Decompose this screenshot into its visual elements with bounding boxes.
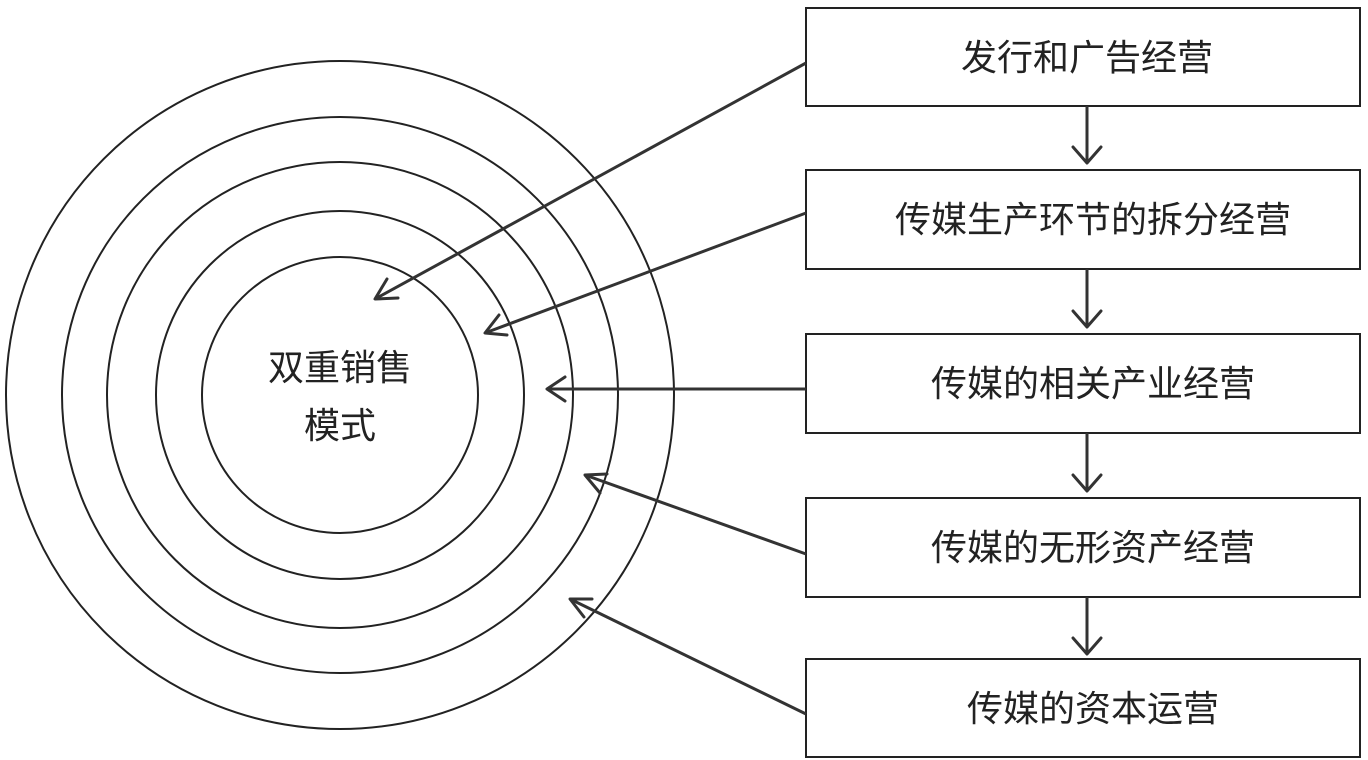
box-4: 传媒的无形资产经营 <box>805 497 1361 598</box>
box-3-frame <box>805 333 1361 434</box>
box-1-label: 发行和广告经营 <box>961 38 1213 79</box>
down-arrow-2 <box>1071 269 1103 329</box>
ring-1 <box>201 256 479 534</box>
box-4-label: 传媒的无形资产经营 <box>931 528 1255 569</box>
ring-3 <box>106 161 574 629</box>
arrow-box5-to-ring5 <box>568 597 807 716</box>
box-5: 传媒的资本运营 <box>805 658 1361 758</box>
down-arrow-1 <box>1071 106 1103 165</box>
box-4-frame <box>805 497 1361 598</box>
box-2-label: 传媒生产环节的拆分经营 <box>895 200 1291 241</box>
box-2-frame <box>805 169 1361 270</box>
arrow-box1-to-center <box>373 61 807 301</box>
center-label-line1: 双重销售 <box>268 348 412 389</box>
box-1-frame <box>805 7 1361 107</box>
concentric-rings <box>5 60 675 730</box>
box-3: 传媒的相关产业经营 <box>805 333 1361 434</box>
box-1: 发行和广告经营 <box>805 7 1361 107</box>
arrow-box3-to-ring3 <box>545 375 806 403</box>
arrow-box4-to-ring4 <box>583 472 807 556</box>
ring-5 <box>5 60 675 730</box>
box-5-label: 传媒的资本运营 <box>967 689 1219 730</box>
box-2: 传媒生产环节的拆分经营 <box>805 169 1361 270</box>
down-arrow-3 <box>1071 433 1103 493</box>
vertical-arrows <box>1071 106 1103 656</box>
ring-arrows <box>373 61 807 716</box>
box-5-frame <box>805 658 1361 758</box>
down-arrow-4 <box>1071 597 1103 656</box>
center-label-line2: 模式 <box>304 406 376 447</box>
box-3-label: 传媒的相关产业经营 <box>931 364 1255 405</box>
ring-4 <box>61 116 619 674</box>
center-label: 双重销售 模式 <box>268 348 412 447</box>
ring-2 <box>155 210 525 580</box>
arrow-box2-to-ring2 <box>483 211 807 337</box>
